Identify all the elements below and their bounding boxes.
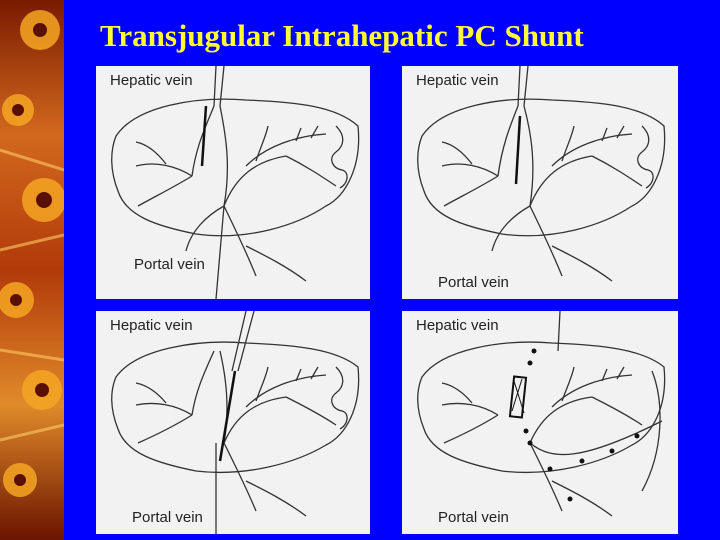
diagram-panel-step-1: Hepatic vein Portal vein [96, 66, 370, 299]
hepatic-vein-label: Hepatic vein [416, 317, 499, 334]
portal-vein-label: Portal vein [438, 509, 509, 526]
diagram-panel-step-3: Hepatic vein Portal vein [96, 311, 370, 534]
hepatic-vein-label: Hepatic vein [110, 72, 193, 89]
portal-vein-label: Portal vein [438, 274, 509, 291]
slide-title: Transjugular Intrahepatic PC Shunt [100, 18, 700, 54]
decorative-side-strip [0, 0, 64, 540]
gear-pattern-graphic [0, 0, 64, 540]
liver-diagram [402, 311, 678, 534]
hepatic-vein-label: Hepatic vein [110, 317, 193, 334]
hepatic-vein-label: Hepatic vein [416, 72, 499, 89]
liver-diagram [402, 66, 678, 299]
diagram-panel-step-4: Hepatic vein Portal vein [402, 311, 678, 534]
liver-diagram [96, 311, 370, 534]
portal-vein-label: Portal vein [132, 509, 203, 526]
diagram-panel-step-2: Hepatic vein Portal vein [402, 66, 678, 299]
portal-vein-label: Portal vein [134, 256, 205, 273]
